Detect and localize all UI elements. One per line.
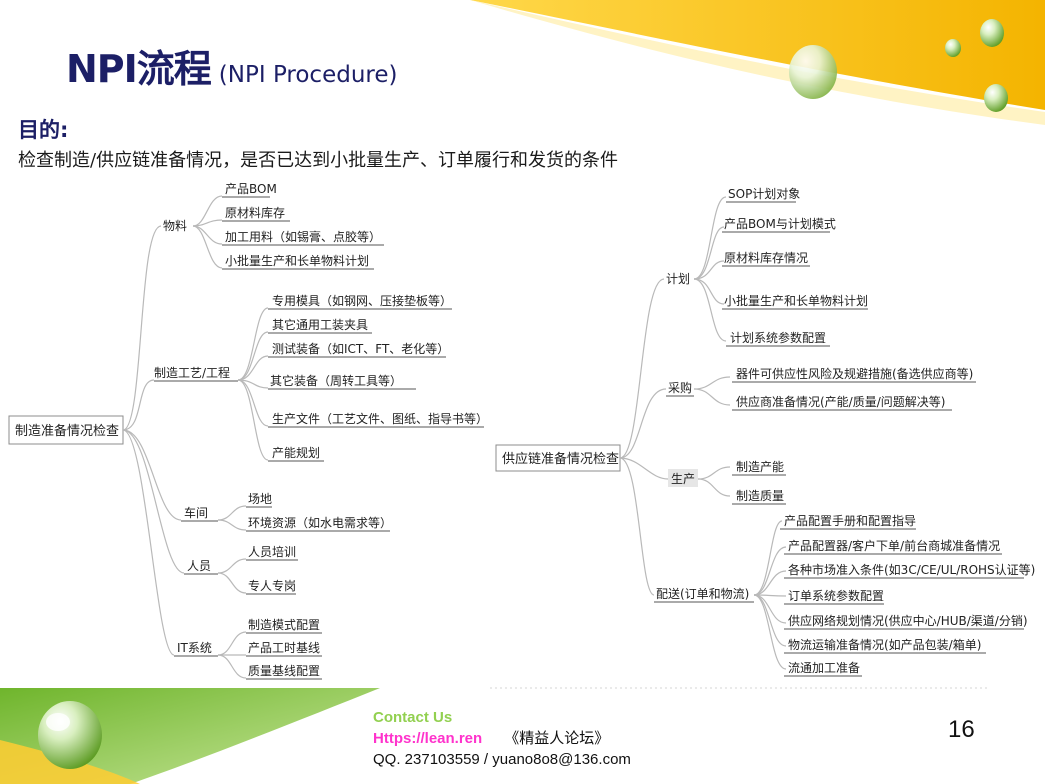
leaf-node: 原材料库存 <box>225 205 285 220</box>
leaf-node: 加工用料（如锡膏、点胶等） <box>225 229 381 244</box>
leaf-node: 质量基线配置 <box>248 664 320 678</box>
branch-label: 物料 <box>163 219 187 233</box>
leaf-node: 环境资源（如水电需求等） <box>248 515 392 530</box>
leaf-node: 原材料库存情况 <box>724 250 808 265</box>
leaf-node: 订单系统参数配置 <box>788 588 884 603</box>
leaf-node: 供应网络规划情况(供应中心/HUB/渠道/分销) <box>788 613 1028 628</box>
leaf-node: 人员培训 <box>248 544 296 559</box>
forum-name: 《精益人论坛》 <box>504 729 610 747</box>
branch-label: 车间 <box>184 505 208 520</box>
leaf-node: 制造质量 <box>736 489 784 503</box>
leaf-node: 流通加工准备 <box>788 661 860 675</box>
top-swoosh-highlight <box>470 0 1045 125</box>
leaf-node: 产品BOM与计划模式 <box>724 217 836 231</box>
leaf-node: 计划系统参数配置 <box>730 330 826 345</box>
leaf-node: 产品配置器/客户下单/前台商城准备情况 <box>788 538 1000 553</box>
contact-heading: Contact Us <box>373 709 453 726</box>
leaf-node: SOP计划对象 <box>728 187 800 201</box>
leaf-node: 专人专岗 <box>248 578 296 593</box>
leaf-node: 产能规划 <box>272 445 320 460</box>
leaf-node: 产品BOM <box>225 182 277 196</box>
purpose-label: 目的: <box>18 118 69 142</box>
water-drop-icon <box>945 39 961 57</box>
website-link[interactable]: Https://lean.ren <box>373 730 483 747</box>
footer-contact: Contact Us Https://lean.ren 《精益人论坛》 QQ. 2… <box>373 707 631 770</box>
branch-label: 采购 <box>668 380 692 395</box>
manufacturing-readiness-mindmap: 制造准备情况检查 物料 产品BOM 原材料库存 加工用料（如锡膏、点胶等） 小批… <box>6 180 488 686</box>
purpose-text: 检查制造/供应链准备情况，是否已达到小批量生产、订单履行和发货的条件 <box>18 150 619 171</box>
branch-label: 制造工艺/工程 <box>154 365 230 380</box>
water-drop-icon <box>984 84 1008 112</box>
leaf-node: 制造产能 <box>736 460 784 474</box>
branch-label: 生产 <box>671 472 695 486</box>
branch-label: 计划 <box>666 272 690 286</box>
leaf-node: 小批量生产和长单物料计划 <box>724 293 868 308</box>
leaf-node: 测试装备（如ICT、FT、老化等） <box>272 341 449 356</box>
slide-title: NPI流程(NPI Procedure) <box>66 38 397 93</box>
leaf-node: 小批量生产和长单物料计划 <box>225 253 369 268</box>
right-root-node: 供应链准备情况检查 <box>502 451 619 467</box>
leaf-node: 生产文件（工艺文件、图纸、指导书等） <box>272 411 488 426</box>
leaf-node: 产品工时基线 <box>248 641 320 655</box>
branch-label: 配送(订单和物流) <box>656 586 749 601</box>
water-drop-icon <box>789 45 837 99</box>
leaf-node: 制造模式配置 <box>248 618 320 632</box>
leaf-node: 专用模具（如钢网、压接垫板等） <box>272 293 452 308</box>
branch-label: 人员 <box>187 559 211 573</box>
leaf-node: 供应商准备情况(产能/质量/问题解决等) <box>736 394 945 409</box>
title-subtitle: (NPI Procedure) <box>218 62 398 88</box>
supply-chain-readiness-mindmap: 供应链准备情况检查 计划 SOP计划对象 产品BOM与计划模式 原材料库存情况 … <box>490 183 1035 686</box>
left-root-node: 制造准备情况检查 <box>15 423 119 439</box>
bottom-swoosh-green <box>0 688 380 784</box>
water-drop-icon <box>38 701 102 769</box>
top-swoosh-yellow <box>470 0 1045 110</box>
leaf-node: 产品配置手册和配置指导 <box>784 513 916 528</box>
leaf-node: 场地 <box>248 492 272 506</box>
page-number: 16 <box>948 716 975 743</box>
leaf-node: 物流运输准备情况(如产品包装/箱单) <box>788 637 981 652</box>
water-drop-icon <box>980 19 1004 47</box>
leaf-node: 各种市场准入条件(如3C/CE/UL/ROHS认证等) <box>788 562 1035 577</box>
leaf-node: 其它通用工装夹具 <box>272 317 368 332</box>
branch-label: IT系统 <box>177 641 212 655</box>
contact-qq-email: QQ. 237103559 / yuano8o8@136.com <box>373 751 631 768</box>
leaf-node: 其它装备（周转工具等） <box>270 373 402 388</box>
title-main: NPI流程 <box>66 47 212 91</box>
leaf-node: 器件可供应性风险及规避措施(备选供应商等) <box>736 366 973 381</box>
